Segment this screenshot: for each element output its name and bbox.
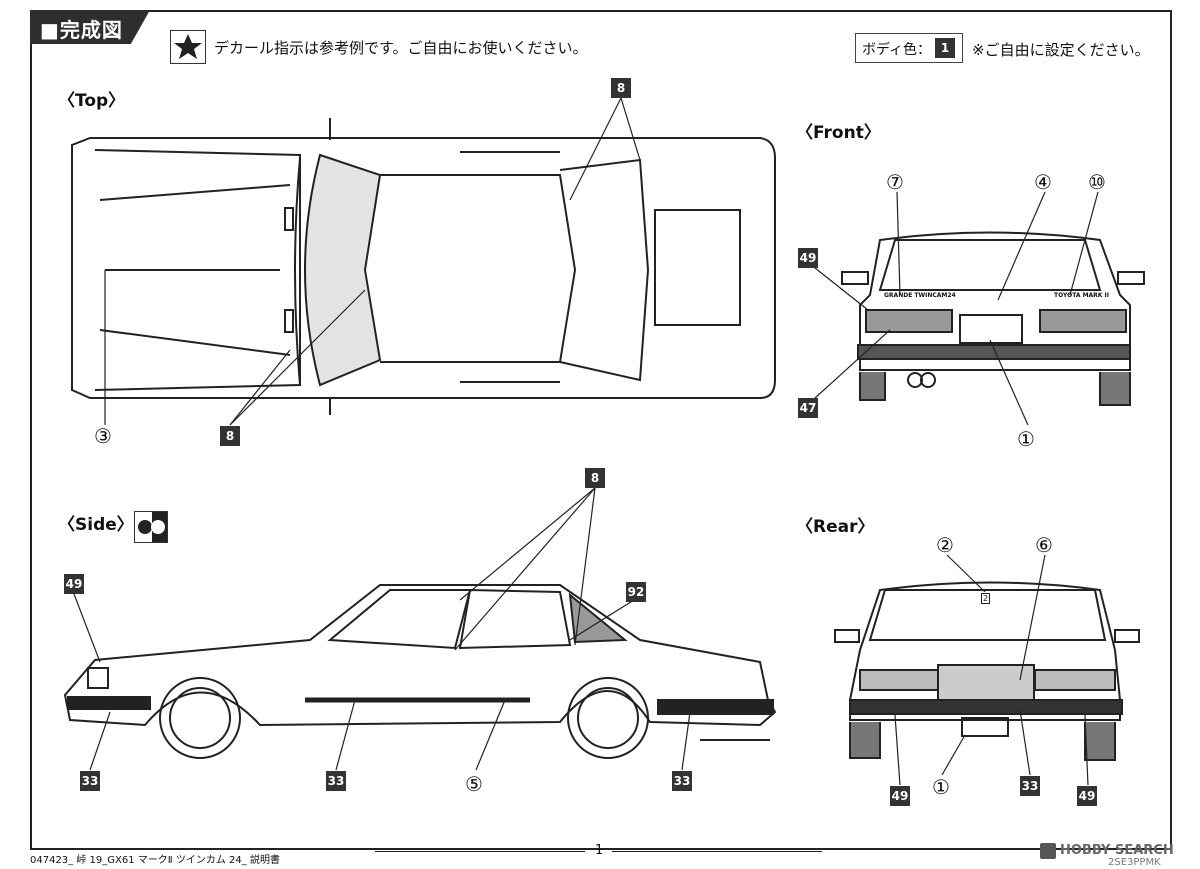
footer-code: 2SE3PPMK: [1108, 857, 1161, 868]
body-color-box: [855, 33, 963, 63]
callout-7: ⑦: [886, 170, 904, 194]
callout-33: 33: [1020, 776, 1040, 796]
footer-rule: [612, 851, 822, 852]
callout-92: 92: [626, 582, 646, 602]
rear-view-car: [834, 581, 1140, 761]
callout-49: 49: [1077, 786, 1097, 806]
footer-doc-name: 047423_ 峠 19_GX61 マークⅡ ツインカム 24_ 説明書: [30, 855, 280, 866]
callout-5: ⑤: [465, 772, 483, 796]
watermark-text: HOBBY SEARCH: [1060, 843, 1174, 858]
header-banner: [30, 10, 150, 44]
callout-6: ⑥: [1035, 533, 1053, 557]
callout-8: 8: [611, 78, 631, 98]
callout-1: ①: [1017, 427, 1035, 451]
body-color-code: 1: [935, 38, 955, 58]
watermark-logo: [1040, 843, 1056, 859]
callout-2: ②: [936, 533, 954, 557]
callout-47: 47: [798, 398, 818, 418]
callout-4: ④: [1034, 170, 1052, 194]
callout-49: 49: [798, 248, 818, 268]
view-label-top: 〈Top〉: [58, 91, 126, 111]
callout-8: 8: [585, 468, 605, 488]
body-color-label: ボディ色：: [862, 42, 932, 58]
callout-10: ⑩: [1088, 170, 1106, 194]
front-view-car: [841, 231, 1145, 406]
rear-plate-number: 2: [981, 593, 991, 604]
view-label-front: 〈Front〉: [796, 123, 881, 143]
callout-1: ①: [932, 775, 950, 799]
top-view-car: [71, 118, 776, 415]
callout-8: 8: [220, 426, 240, 446]
footer-page-number: 1: [595, 843, 604, 858]
paint-icon: [134, 511, 168, 543]
view-label-rear: 〈Rear〉: [796, 517, 875, 537]
footer-rule: [375, 851, 585, 852]
page-frame: [30, 10, 1172, 850]
body-color-note: ※ご自由に設定ください。: [972, 41, 1150, 59]
decal-note: デカール指示は参考例です。ご自由にお使いください。: [214, 39, 588, 57]
star-icon: [170, 30, 206, 64]
callout-33: 33: [672, 771, 692, 791]
front-badge-right: TOYOTA MARK II: [1054, 292, 1110, 299]
callout-3: ③: [94, 424, 112, 448]
callout-33: 33: [326, 771, 346, 791]
view-label-side: 〈Side〉: [58, 515, 134, 535]
callout-33: 33: [80, 771, 100, 791]
side-view-car: [63, 584, 777, 759]
callout-49: 49: [890, 786, 910, 806]
callout-49: 49: [64, 574, 84, 594]
front-badge-left: GRANDE TWINCAM24: [884, 292, 956, 299]
page-title: ■完成図: [40, 18, 123, 42]
